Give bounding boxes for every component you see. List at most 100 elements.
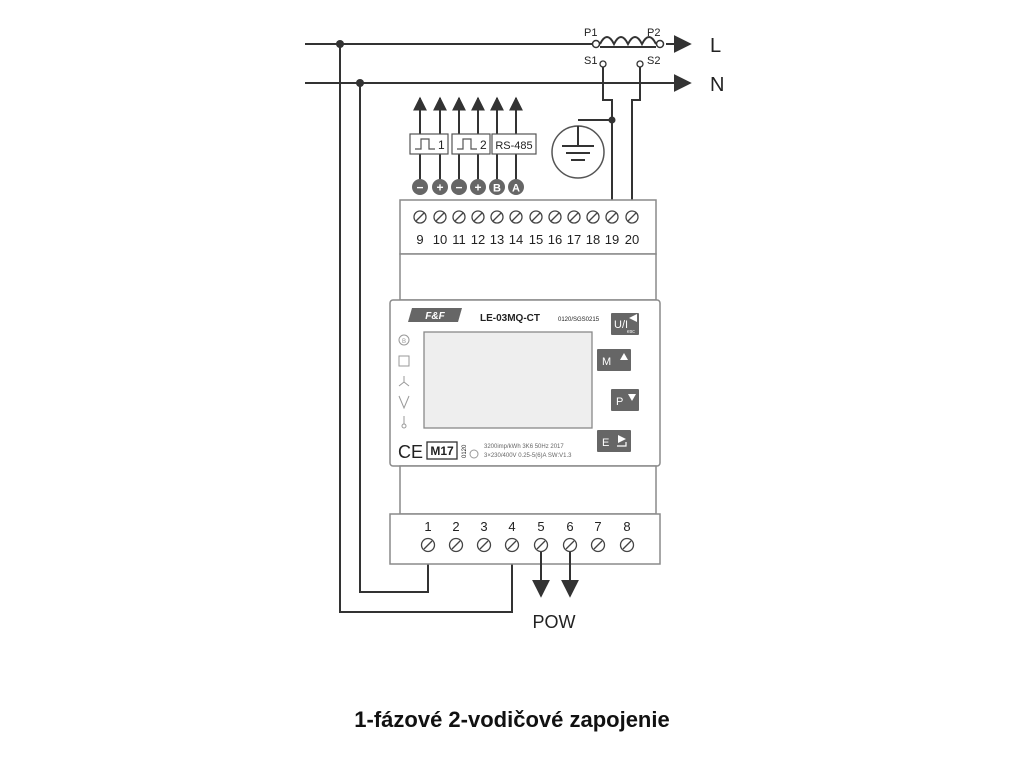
terminal-number: 9: [416, 232, 423, 247]
p-button-label: P: [616, 396, 623, 408]
terminal-number: 7: [594, 519, 601, 534]
screw-10: [433, 210, 447, 224]
ct-p1-terminal: [591, 39, 601, 49]
terminal-number: 12: [471, 232, 485, 247]
screw-14: [509, 210, 523, 224]
terminal-number: 14: [509, 232, 523, 247]
thermometer-icon: [401, 416, 407, 429]
screw-5: [533, 537, 549, 553]
model-name: LE-03MQ-CT: [480, 313, 540, 324]
terminal-number: 16: [548, 232, 562, 247]
polarity-badge-13: B: [493, 183, 501, 195]
terminal-number: 13: [490, 232, 504, 247]
screw-8: [619, 537, 635, 553]
screw-7: [590, 537, 606, 553]
screw-12: [471, 210, 485, 224]
mid-code: 0120: [462, 444, 468, 458]
neutral-supply-wire: [359, 83, 429, 593]
terminal-number: 6: [566, 519, 573, 534]
screw-19: [605, 210, 619, 224]
terminal-number: 4: [508, 519, 515, 534]
b-indicator-icon: B: [398, 334, 410, 346]
diagram-caption: 1-fázové 2-vodičové zapojenie: [354, 707, 669, 732]
polarity-badge-9: −: [416, 181, 423, 195]
mid-label: M17: [430, 444, 454, 458]
screw-11: [452, 210, 466, 224]
polarity-badge-11: −: [455, 181, 462, 195]
ct-s1-label: S1: [584, 55, 597, 67]
pow-label: POW: [533, 612, 576, 632]
brand-text: F&F: [425, 311, 445, 322]
terminal-number: 2: [452, 519, 459, 534]
ct-s1-terminal: [599, 60, 607, 68]
m-button-label: M: [602, 356, 611, 368]
screw-4: [504, 537, 520, 553]
left-triangle-icon: [629, 314, 637, 322]
m-button[interactable]: M: [597, 349, 631, 371]
screw-20: [625, 210, 639, 224]
ct-s2-label: S2: [647, 55, 660, 67]
rs485-label: RS-485: [495, 140, 532, 152]
top-terminal-screws: [413, 210, 639, 224]
phase-supply-wire: [339, 44, 513, 613]
screw-17: [567, 210, 581, 224]
terminal-number: 18: [586, 232, 600, 247]
pulse1-icon: [415, 138, 435, 150]
terminal-number: 1: [424, 519, 431, 534]
terminal-number: 17: [567, 232, 581, 247]
screw-13: [490, 210, 504, 224]
output-labels: 1 2 RS-485: [409, 133, 537, 155]
screw-3: [476, 537, 492, 553]
e-button-label: E: [602, 437, 609, 449]
terminal-number: 11: [452, 232, 466, 247]
polarity-badge-14: A: [512, 183, 520, 195]
terminal-number: 15: [529, 232, 543, 247]
ground-icon: [551, 119, 605, 179]
screw-16: [548, 210, 562, 224]
ct-p2-terminal: [655, 39, 665, 49]
ct-s2-wire: [631, 67, 641, 210]
svg-text:B: B: [402, 339, 406, 345]
down-triangle-icon: [628, 394, 636, 401]
rs485-box: [491, 133, 537, 155]
bottom-terminal-numbers: 1 2 3 4 5 6 7 8: [424, 519, 630, 534]
star-connection-icon: [398, 376, 410, 387]
upper-shoulder: [399, 253, 657, 301]
pulse2-label: 2: [480, 138, 487, 152]
lower-shoulder: [399, 465, 657, 515]
ui-button-sublabel: esc: [627, 329, 635, 335]
ct-s1-wire: [602, 67, 613, 210]
ui-esc-button[interactable]: U/I esc: [611, 313, 639, 335]
mid-box: [426, 441, 458, 460]
current-transformer: P1 P2 S1 S2: [584, 27, 665, 210]
ct-p2-label: P2: [647, 27, 660, 39]
top-terminal-block: [399, 199, 657, 255]
phase-label: L: [710, 35, 721, 57]
terminal-number: 20: [625, 232, 639, 247]
led-indicator: [469, 449, 479, 459]
screw-6: [562, 537, 578, 553]
screw-9: [413, 210, 427, 224]
right-triangle-icon: [618, 435, 626, 443]
ct-p1-label: P1: [584, 27, 597, 39]
screw-1: [420, 537, 436, 553]
ct-primary-coil: [599, 36, 657, 47]
up-triangle-icon: [620, 353, 628, 360]
indicator-icons: B: [398, 334, 410, 429]
polarity-badge-10: +: [436, 181, 443, 195]
p-button[interactable]: P: [611, 389, 639, 411]
cert-number: 0120/SGS0215: [558, 317, 600, 323]
ct-s2-terminal: [636, 60, 644, 68]
terminal-number: 19: [605, 232, 619, 247]
pulse2-icon: [457, 138, 477, 150]
screw-18: [586, 210, 600, 224]
spec-line-1: 3200imp/kWh 3K6 50Hz 2017: [484, 444, 564, 450]
e-button[interactable]: E: [597, 430, 631, 452]
screw-2: [448, 537, 464, 553]
polarity-badges: − + − + B A: [412, 179, 524, 195]
terminal-number: 10: [433, 232, 447, 247]
brand-logo: F&F: [408, 308, 462, 322]
terminal-number: 8: [623, 519, 630, 534]
spec-line-2: 3×230/400V 0.25-5(6)A SW:V1.3: [484, 453, 572, 459]
